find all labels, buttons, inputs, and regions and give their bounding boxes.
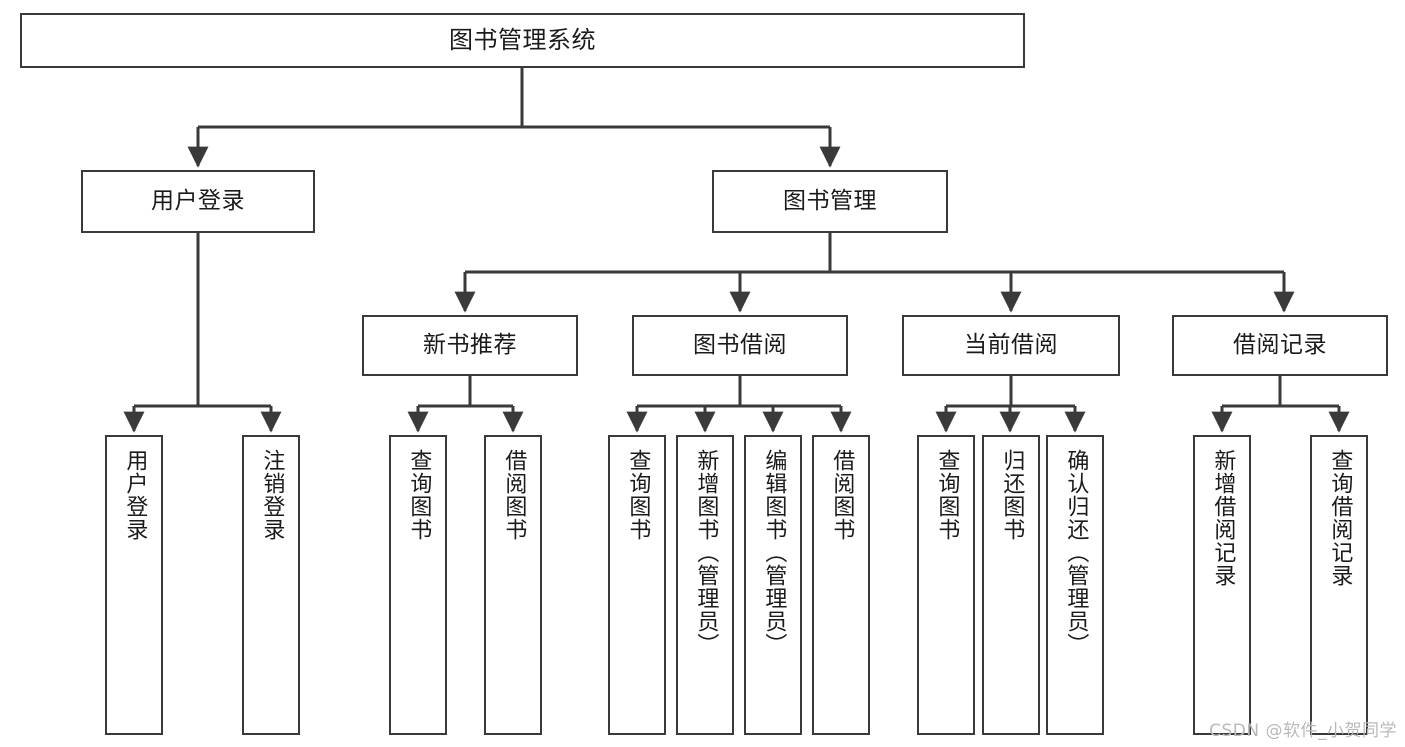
node-user-login[interactable]: 用户登录 — [81, 170, 315, 233]
node-leaf-return-book[interactable]: 归还图书 — [982, 435, 1040, 735]
node-leaf-query-book-1[interactable]: 查询图书 — [389, 435, 447, 735]
node-leaf-query-book-2-label: 查询图书 — [625, 449, 651, 541]
node-leaf-borrow-book-1-label: 借阅图书 — [501, 449, 527, 541]
node-leaf-add-record[interactable]: 新增借阅记录 — [1193, 435, 1251, 735]
node-new-book-recommend[interactable]: 新书推荐 — [362, 315, 578, 376]
node-current-borrow[interactable]: 当前借阅 — [902, 315, 1120, 376]
node-leaf-add-book[interactable]: 新增图书（管理员） — [676, 435, 734, 735]
node-leaf-logout-login[interactable]: 注销登录 — [242, 435, 300, 735]
node-leaf-query-book-1-label: 查询图书 — [406, 449, 432, 541]
node-book-management[interactable]: 图书管理 — [712, 170, 948, 233]
node-book-borrow[interactable]: 图书借阅 — [632, 315, 848, 376]
node-leaf-return-book-label: 归还图书 — [999, 449, 1025, 541]
node-leaf-confirm-return-label: 确认归还（管理员） — [1063, 449, 1089, 656]
node-borrow-record-label: 借阅记录 — [1233, 331, 1327, 358]
node-root[interactable]: 图书管理系统 — [20, 13, 1025, 68]
node-leaf-add-book-label: 新增图书（管理员） — [693, 449, 719, 656]
node-leaf-borrow-book-2[interactable]: 借阅图书 — [812, 435, 870, 735]
node-leaf-query-book-3-label: 查询图书 — [934, 449, 960, 541]
node-current-borrow-label: 当前借阅 — [964, 331, 1058, 358]
node-leaf-query-record[interactable]: 查询借阅记录 — [1310, 435, 1368, 735]
node-leaf-add-record-label: 新增借阅记录 — [1210, 449, 1236, 587]
node-root-label: 图书管理系统 — [449, 26, 596, 55]
node-user-login-label: 用户登录 — [151, 187, 245, 214]
node-borrow-record[interactable]: 借阅记录 — [1172, 315, 1388, 376]
node-leaf-query-book-2[interactable]: 查询图书 — [608, 435, 666, 735]
node-leaf-confirm-return[interactable]: 确认归还（管理员） — [1046, 435, 1104, 735]
node-new-book-recommend-label: 新书推荐 — [423, 331, 517, 358]
node-leaf-borrow-book-1[interactable]: 借阅图书 — [484, 435, 542, 735]
node-leaf-edit-book[interactable]: 编辑图书（管理员） — [744, 435, 802, 735]
node-book-management-label: 图书管理 — [783, 187, 877, 214]
watermark-label: CSDN @软件_小贺同学 — [1209, 721, 1397, 741]
node-leaf-query-record-label: 查询借阅记录 — [1327, 449, 1353, 587]
node-leaf-borrow-book-2-label: 借阅图书 — [829, 449, 855, 541]
node-leaf-edit-book-label: 编辑图书（管理员） — [761, 449, 787, 656]
node-leaf-logout-login-label: 注销登录 — [259, 449, 285, 541]
node-leaf-user-login-label: 用户登录 — [122, 449, 148, 541]
node-leaf-user-login[interactable]: 用户登录 — [105, 435, 163, 735]
node-book-borrow-label: 图书借阅 — [693, 331, 787, 358]
node-leaf-query-book-3[interactable]: 查询图书 — [917, 435, 975, 735]
